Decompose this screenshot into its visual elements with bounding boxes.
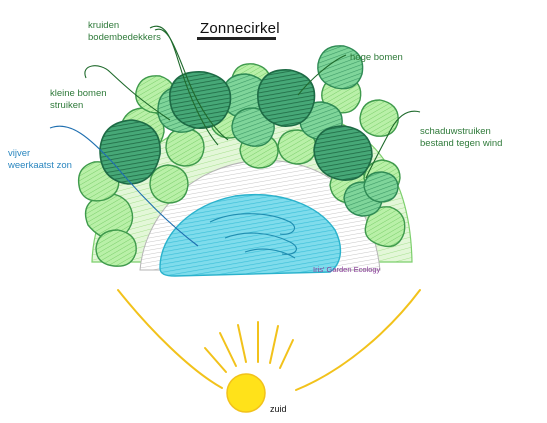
label-pond-line1: vijver: [8, 148, 31, 159]
label-shade-shrubs-line1: schaduwstruiken: [420, 126, 491, 137]
leader-lines: [49, 25, 421, 247]
pond-ripples: [209, 213, 297, 259]
label-pond-line2: weerkaatst zon: [8, 160, 72, 171]
label-small-trees-line1: kleine bomen: [50, 88, 107, 99]
label-shade-shrubs: schaduwstruiken bestand tegen wind: [420, 126, 502, 150]
label-south: zuid: [270, 404, 287, 414]
label-herbs-line2: bodembedekkers: [88, 32, 161, 43]
pond: [159, 194, 342, 277]
sun-icon: [226, 373, 266, 413]
label-herbs-line1: kruiden: [88, 20, 120, 31]
sun-rays: [117, 289, 421, 391]
label-shade-shrubs-line2: bestand tegen wind: [420, 138, 503, 149]
label-small-trees-line2: struiken: [50, 100, 84, 111]
diagram-title: Zonnecirkel: [200, 20, 280, 37]
label-pond: vijver weerkaatst zon: [8, 148, 72, 172]
credit-text: Iris' Garden Ecology: [313, 265, 381, 274]
label-small-trees: kleine bomen struiken: [50, 88, 107, 112]
label-herbs: kruiden bodembedekkers: [88, 20, 161, 44]
label-tall-trees: hoge bomen: [350, 52, 403, 63]
title-underline: [197, 37, 276, 40]
tall-trees: [99, 69, 373, 185]
